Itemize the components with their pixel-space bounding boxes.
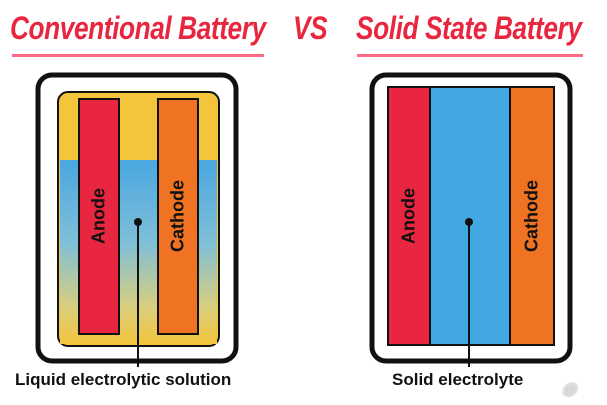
caption-solid-electrolyte: Solid electrolyte: [392, 370, 524, 389]
solid-state-battery: [369, 72, 573, 367]
caption-liquid-electrolyte: Liquid electrolytic solution: [15, 370, 232, 389]
conventional-cathode-label: Cathode: [167, 180, 188, 252]
title-underline-left: [12, 54, 264, 57]
title-vs: VS: [293, 10, 328, 46]
conventional-anode: [78, 98, 120, 335]
solid-anode-label: Anode: [398, 188, 419, 244]
solid-cathode-label: Cathode: [521, 180, 542, 252]
conventional-cathode: [157, 98, 199, 335]
solid-cathode: [509, 86, 555, 346]
title-underline-right: [357, 54, 583, 57]
solid-anode: [387, 86, 431, 346]
title-conventional-battery: Conventional Battery: [10, 10, 266, 46]
watermark-logo: ✺: [560, 380, 577, 402]
conventional-anode-label: Anode: [88, 188, 109, 244]
title-solid-state-battery: Solid State Battery: [356, 10, 582, 46]
conventional-battery: [35, 72, 239, 367]
